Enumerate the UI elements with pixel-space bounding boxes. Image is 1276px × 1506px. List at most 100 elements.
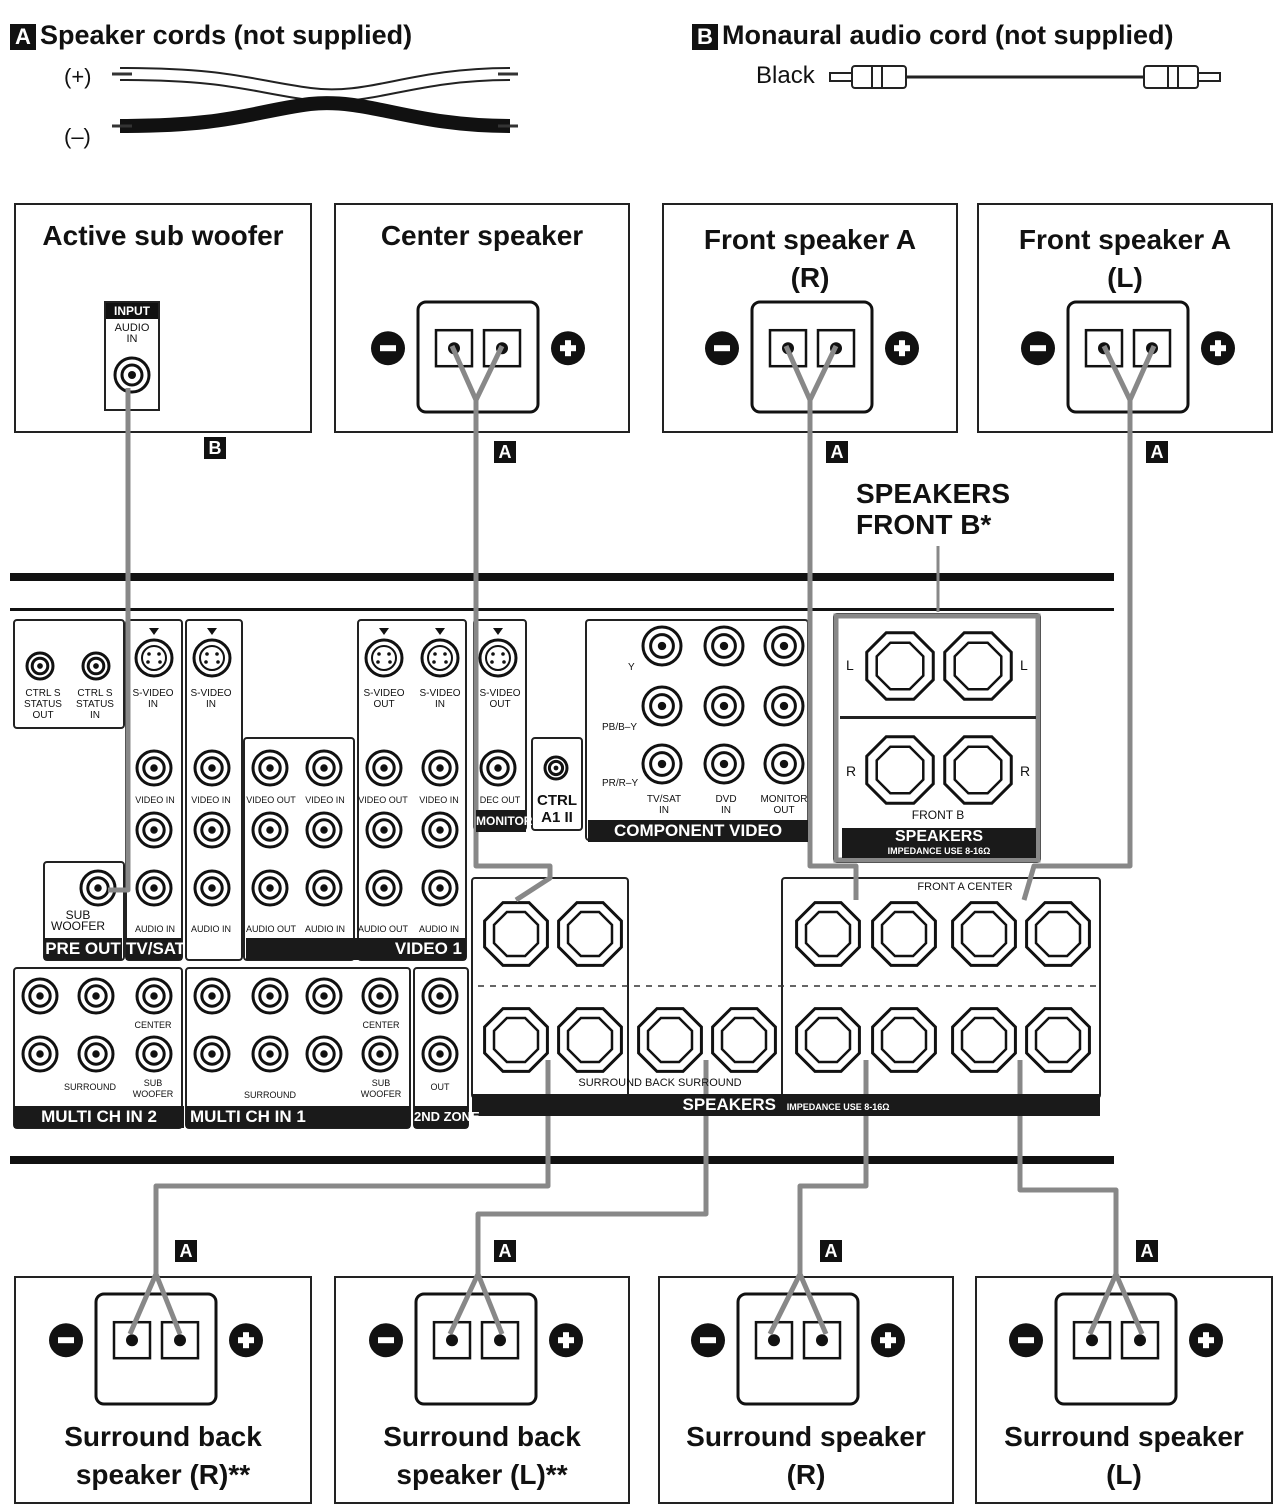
speaker-a-terminal bbox=[711, 1007, 777, 1073]
audio-cord-illustration bbox=[829, 65, 1221, 89]
audio-r-jack bbox=[365, 869, 403, 907]
svideo-jack bbox=[420, 628, 460, 678]
mc-center-label: CENTER bbox=[134, 1020, 172, 1030]
jack-pin bbox=[380, 884, 388, 892]
monitor-out-label: MONITOR OUT bbox=[760, 794, 808, 816]
multi-ch-jack bbox=[193, 1035, 231, 1073]
terminal-inner bbox=[804, 1016, 852, 1064]
plus-icon-bar-v bbox=[565, 340, 571, 357]
jack-pin bbox=[436, 826, 444, 834]
zone2-band: 2ND ZONE bbox=[414, 1106, 480, 1128]
chassis-top-line bbox=[10, 573, 1114, 581]
panel-section-frame bbox=[43, 861, 125, 961]
panel-section-frame bbox=[531, 737, 583, 831]
panel-section-frame bbox=[413, 967, 469, 1129]
audio-in-label-3: AUDIO IN bbox=[304, 924, 345, 934]
surround-l-title: Surround speaker (L) bbox=[1004, 1421, 1244, 1490]
video-jack bbox=[421, 749, 459, 787]
speaker-a-terminal bbox=[637, 1007, 703, 1073]
dvd-in-label: DVD IN bbox=[715, 794, 737, 816]
component-jack bbox=[641, 743, 683, 785]
jack-pin bbox=[320, 884, 328, 892]
front-b-frame bbox=[833, 613, 1041, 863]
binding-post-hole bbox=[494, 1334, 506, 1347]
badge-a-sb-l: A bbox=[494, 1240, 516, 1262]
minus-icon-bar bbox=[58, 1337, 74, 1344]
audio-l-jack bbox=[305, 811, 343, 849]
binding-post bbox=[768, 328, 808, 368]
sb-r-wire bbox=[127, 1060, 551, 1335]
plus-icon-bar-v bbox=[243, 1332, 249, 1349]
jack-pin bbox=[779, 641, 789, 651]
binding-post-hole bbox=[816, 1334, 828, 1347]
speaker-a-terminal bbox=[795, 901, 861, 967]
front-b-terminal bbox=[943, 631, 1013, 701]
video-in-label-4: VIDEO IN bbox=[419, 795, 459, 805]
svideo-pin bbox=[444, 660, 448, 664]
terminal-inner bbox=[953, 745, 1003, 795]
sb-l-wire bbox=[447, 1060, 709, 1336]
front-a-center-label: FRONT A CENTER bbox=[917, 881, 1013, 893]
binding-post-hole bbox=[126, 1334, 138, 1347]
badge-b-sub: B bbox=[204, 437, 226, 459]
jack-pin bbox=[779, 701, 789, 711]
svideo-inner bbox=[199, 645, 225, 671]
speaker-cord-illustration bbox=[112, 67, 518, 133]
pre-out-band: PRE OUT bbox=[44, 938, 122, 960]
jack-pin bbox=[36, 992, 44, 1000]
sub-input-jack[interactable] bbox=[112, 355, 152, 395]
minus-icon-bar bbox=[1030, 345, 1046, 352]
badge-b: B bbox=[692, 23, 718, 50]
minus-icon-bar bbox=[714, 345, 730, 352]
front-r-wire bbox=[783, 344, 859, 900]
panel-section-frame bbox=[185, 619, 243, 961]
terminal-inner bbox=[953, 641, 1003, 691]
jack-pin bbox=[719, 701, 729, 711]
terminal-inner bbox=[720, 1016, 768, 1064]
jack-pin bbox=[779, 759, 789, 769]
speaker-a-terminal bbox=[951, 901, 1017, 967]
svideo-arrow bbox=[493, 628, 503, 635]
jack-pin bbox=[320, 992, 328, 1000]
audio-in-label-1: AUDIO IN bbox=[134, 924, 175, 934]
front-b-terminal bbox=[865, 631, 935, 701]
audio-in-label: AUDIO IN bbox=[114, 322, 150, 345]
multi-ch-jack bbox=[21, 977, 59, 1015]
speaker-a-terminal bbox=[1025, 901, 1091, 967]
jack-pin bbox=[657, 641, 667, 651]
legend-a-text: Speaker cords (not supplied) bbox=[40, 20, 413, 50]
audio-r-jack bbox=[305, 869, 343, 907]
svideo-jack bbox=[134, 628, 174, 678]
jack-pin bbox=[266, 884, 274, 892]
s-r-terminal-block bbox=[691, 1292, 905, 1406]
svideo-in-label-3: S-VIDEO IN bbox=[419, 688, 461, 710]
jack-pin bbox=[208, 992, 216, 1000]
audio-in-label-2: AUDIO IN bbox=[190, 924, 231, 934]
jack-pin bbox=[719, 641, 729, 651]
ctrl-a1-label: CTRL A1 II bbox=[537, 792, 577, 826]
audio-l-jack bbox=[421, 811, 459, 849]
video-jack bbox=[305, 749, 343, 787]
jack-pin bbox=[150, 1050, 158, 1058]
binding-post-hole bbox=[1134, 1334, 1146, 1347]
speaker-a-terminal bbox=[483, 901, 549, 967]
multi-ch-jack bbox=[421, 1035, 459, 1073]
front-l-wire bbox=[1021, 344, 1157, 901]
multi-ch-jack bbox=[421, 977, 459, 1015]
jack-pin bbox=[150, 884, 158, 892]
center-wire bbox=[449, 344, 553, 903]
multi-ch-jack bbox=[361, 1035, 399, 1073]
s-l-wire bbox=[1017, 1060, 1145, 1335]
binding-post-hole bbox=[446, 1334, 458, 1347]
terminal-inner bbox=[960, 910, 1008, 958]
cord-color-label: Black bbox=[756, 62, 815, 89]
jack-pin bbox=[376, 992, 384, 1000]
binding-post-hole bbox=[174, 1334, 186, 1347]
jack-pin bbox=[266, 764, 274, 772]
front-b-r-left: R bbox=[846, 763, 857, 779]
minus-icon-bar bbox=[380, 345, 396, 352]
svideo-pin bbox=[432, 660, 436, 664]
speaker-a-terminal bbox=[483, 1007, 549, 1073]
